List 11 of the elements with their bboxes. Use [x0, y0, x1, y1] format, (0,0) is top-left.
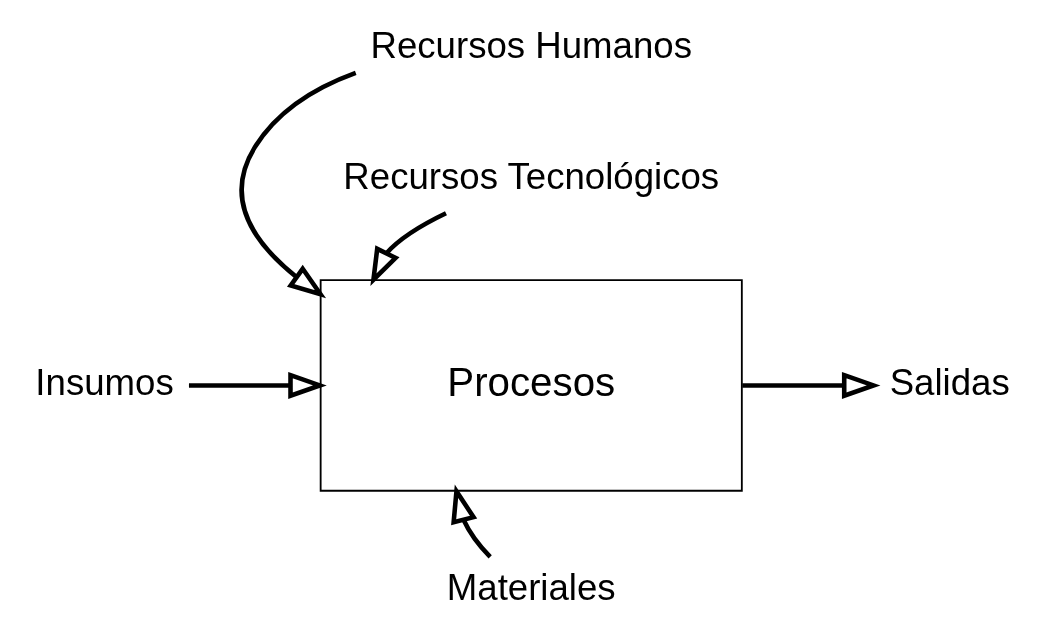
arrow [369, 211, 447, 286]
arrow [239, 70, 357, 299]
node-box: Procesos [319, 279, 743, 492]
arrow [450, 484, 492, 559]
node-text: Recursos Tecnológicos [342, 156, 719, 198]
node-text: Insumos [34, 361, 174, 403]
arrow [188, 371, 327, 399]
arrow [741, 371, 880, 399]
node-text: Materiales [446, 566, 616, 608]
node-text: Salidas [889, 361, 1010, 403]
node-text: Recursos Humanos [370, 24, 692, 66]
